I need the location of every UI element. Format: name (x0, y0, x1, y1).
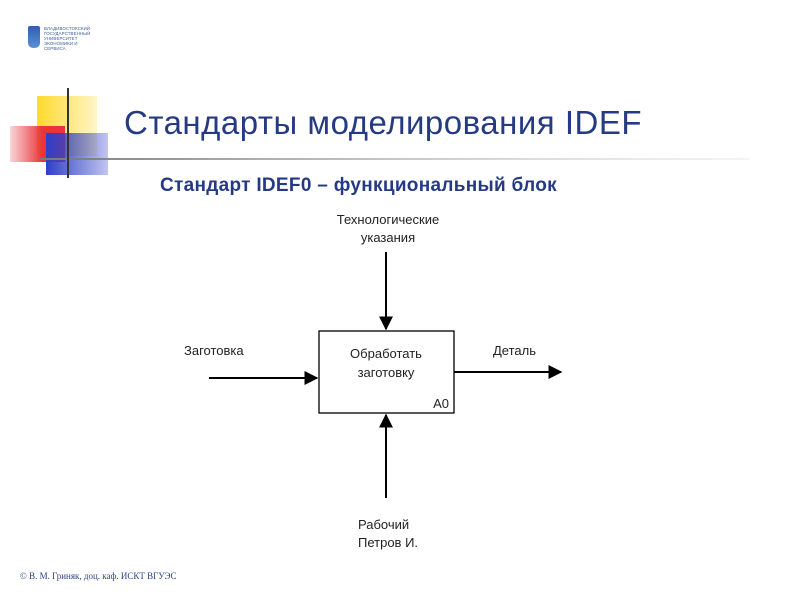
deco-horizontal-rule (40, 158, 750, 160)
control-label-line2: указания (361, 230, 415, 245)
university-logo: ВЛАДИВОСТОКСКИЙ ГОСУДАРСТВЕННЫЙ УНИВЕРСИ… (28, 26, 108, 52)
control-label-line1: Технологические (337, 212, 439, 227)
function-block-label-line1: Обработать (350, 346, 422, 361)
logo-text: ВЛАДИВОСТОКСКИЙ ГОСУДАРСТВЕННЫЙ УНИВЕРСИ… (44, 26, 91, 51)
mechanism-label-line2: Петров И. (358, 535, 418, 550)
slide-title: Стандарты моделирования IDEF (124, 104, 642, 141)
deco-blue-square (46, 133, 108, 175)
slide-subtitle: Стандарт IDEF0 – функциональный блок (160, 175, 557, 196)
mechanism-label-line1: Рабочий (358, 517, 409, 532)
function-block (318, 330, 455, 414)
deco-vertical-rule (67, 88, 69, 178)
function-block-label-line2: заготовку (358, 365, 415, 380)
output-label: Деталь (493, 343, 536, 358)
logo-emblem-icon (28, 26, 40, 48)
function-block-node-id: A0 (433, 396, 449, 411)
input-label: Заготовка (184, 343, 244, 358)
footer-copyright: © В. М. Гриняк, доц. каф. ИСКТ ВГУЭС (20, 571, 177, 581)
slide-decoration (10, 88, 750, 178)
